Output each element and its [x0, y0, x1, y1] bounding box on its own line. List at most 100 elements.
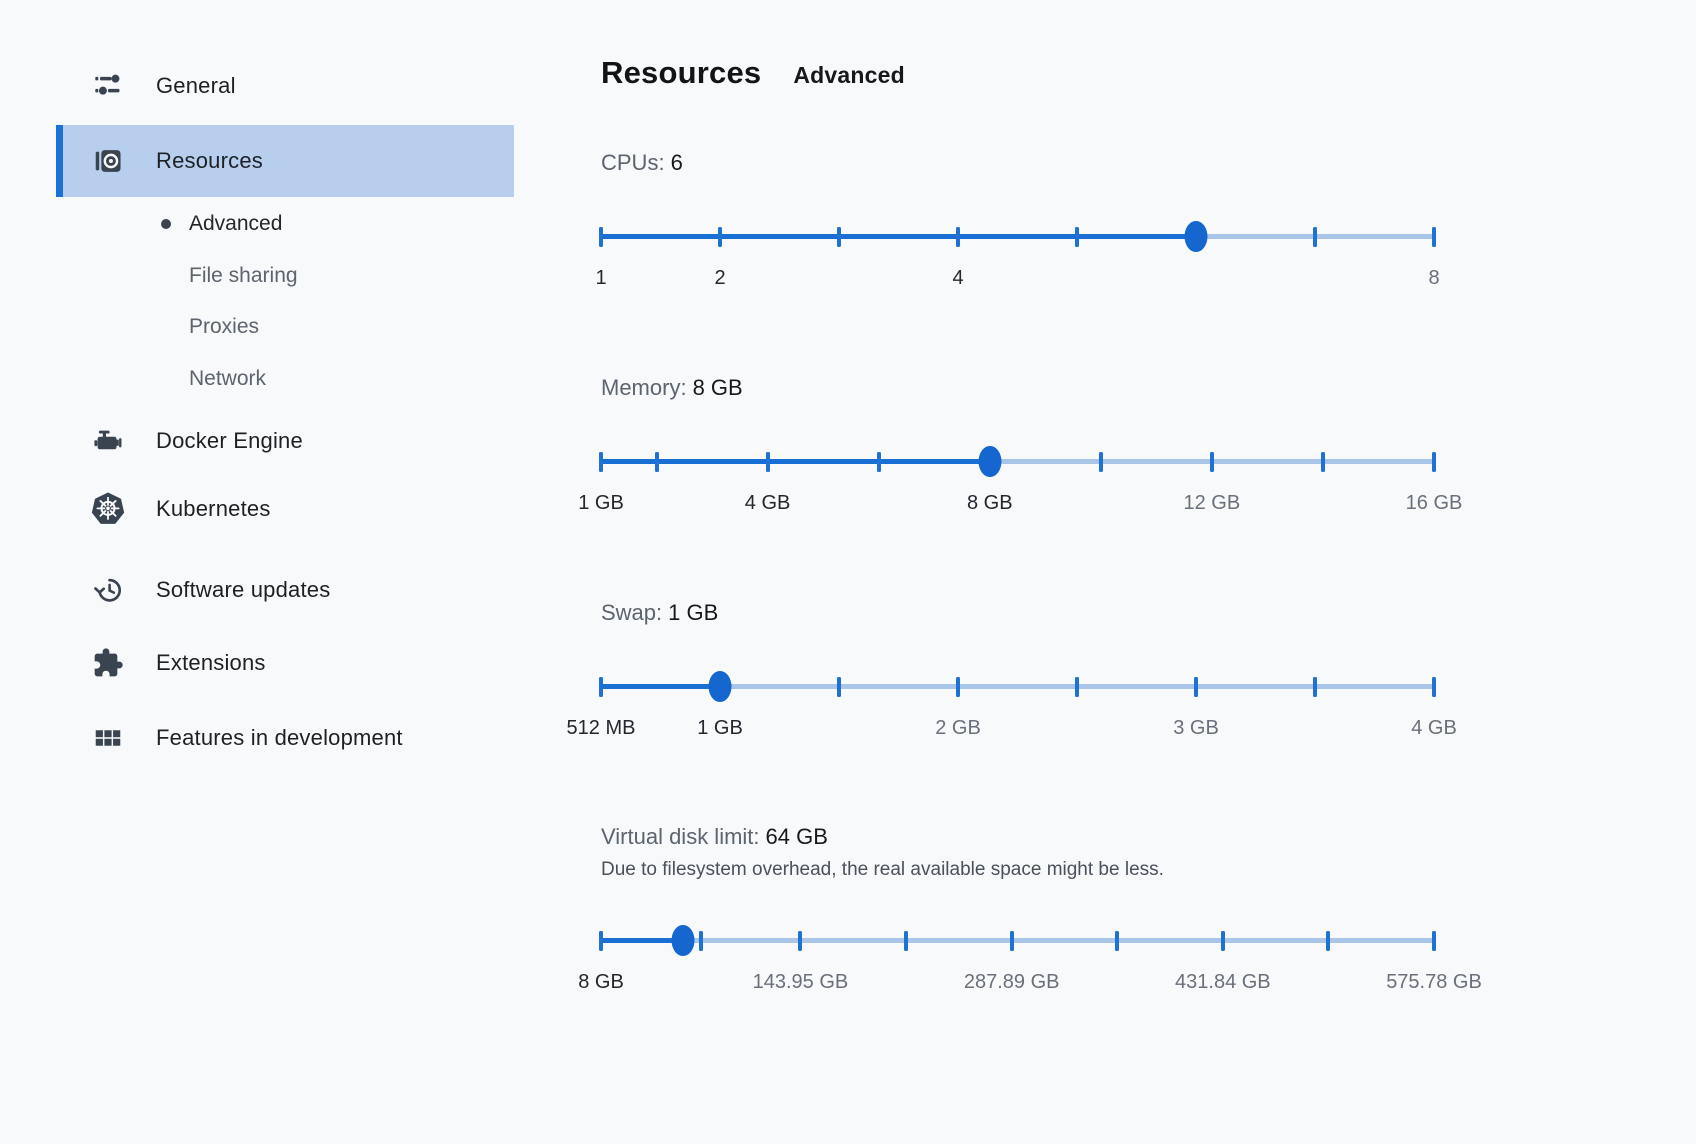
virtual-disk-limit-slider-tick: [904, 931, 909, 951]
memory-slider-track[interactable]: [601, 459, 1434, 464]
memory-label-row: Memory:8 GB: [601, 375, 743, 401]
cpus-value: 6: [670, 150, 683, 175]
swap-slider-thumb[interactable]: [708, 671, 732, 702]
virtual-disk-limit-slider[interactable]: [599, 921, 1436, 961]
sidebar-item-label: Advanced: [189, 212, 283, 235]
resources-icon: [89, 141, 127, 181]
swap-slider-tick: [836, 677, 841, 697]
virtual-disk-limit-slider-tick: [798, 931, 803, 951]
memory-slider-thumb[interactable]: [978, 446, 1002, 477]
memory-slider[interactable]: [599, 442, 1436, 482]
sidebar-subitem-network[interactable]: Network: [56, 353, 514, 405]
swap-slider-tick: [1074, 677, 1079, 697]
swap-slider-tick: [956, 677, 961, 697]
sidebar-item-docker-engine[interactable]: Docker Engine: [56, 415, 514, 467]
sidebar-item-software-updates[interactable]: Software updates: [56, 564, 514, 616]
cpus-slider-fill: [601, 234, 1196, 239]
swap-value: 1 GB: [668, 600, 719, 625]
sidebar-item-extensions[interactable]: Extensions: [56, 637, 514, 689]
swap-slider[interactable]: [599, 667, 1436, 707]
virtual-disk-limit-label-row: Virtual disk limit:64 GB: [601, 824, 828, 850]
swap-slider-tick: [1194, 677, 1198, 697]
virtual-disk-limit-slider-track[interactable]: [601, 938, 1434, 943]
sidebar-subitem-file-sharing[interactable]: File sharing: [56, 250, 514, 302]
cpus-slider[interactable]: [599, 217, 1436, 257]
memory-slider-tick: [1098, 452, 1103, 472]
memory-tick-label: 8 GB: [966, 492, 1013, 514]
tune-icon: [89, 66, 127, 106]
cpus-slider-tick: [599, 227, 603, 247]
cpus-slider-tick: [718, 227, 723, 247]
memory-tick-label: 4 GB: [744, 492, 791, 514]
memory-slider-tick: [876, 452, 881, 472]
virtual-disk-limit-slider-tick: [1220, 931, 1225, 951]
swap-tick-label: 4 GB: [1411, 717, 1457, 739]
memory-slider-tick: [1432, 452, 1436, 472]
swap-tick-label: 1 GB: [697, 717, 743, 739]
cpus-slider-thumb[interactable]: [1184, 221, 1208, 252]
sidebar-item-features-in-development[interactable]: Features in development: [56, 712, 514, 764]
memory-slider-tick: [1320, 452, 1325, 472]
memory-slider-tick: [599, 452, 603, 472]
swap-tick-label: 3 GB: [1173, 717, 1219, 739]
virtual-disk-limit-slider-tick: [1009, 931, 1014, 951]
memory-slider-tick: [654, 452, 659, 472]
page-title: Resources: [601, 55, 762, 90]
virtual-disk-limit-slider-tick: [1115, 931, 1120, 951]
memory-slider-fill: [601, 459, 990, 464]
sidebar-item-label: General: [156, 73, 236, 98]
memory-label: Memory:: [601, 375, 687, 400]
cpus-tick-label: 2: [714, 267, 726, 289]
cpus-slider-tick: [1432, 227, 1436, 247]
memory-slider-tick: [1209, 452, 1214, 472]
virtual-disk-limit-slider-fill: [601, 938, 684, 943]
swap-slider-tick: [1312, 677, 1317, 697]
sidebar-item-label: Network: [189, 367, 267, 390]
sidebar-item-kubernetes[interactable]: Kubernetes: [56, 483, 514, 535]
puzzle-icon: [89, 643, 127, 683]
sidebar-subitem-proxies[interactable]: Proxies: [56, 301, 514, 353]
virtual-disk-limit-slider-tick: [599, 931, 603, 951]
sidebar-item-general[interactable]: General: [56, 60, 514, 112]
sidebar-subitem-advanced[interactable]: Advanced: [56, 198, 514, 250]
sidebar-item-label: Resources: [156, 148, 263, 173]
virtual-disk-limit-tick-label: 8 GB: [578, 971, 624, 993]
sidebar-item-label: Proxies: [189, 315, 260, 338]
memory-tick-label: 1 GB: [578, 492, 624, 514]
sidebar-item-label: Docker Engine: [156, 428, 303, 453]
page-header: Resources Advanced: [601, 55, 905, 91]
cpus-tick-label: 4: [952, 267, 964, 289]
virtual-disk-limit-tick-label: 431.84 GB: [1175, 971, 1271, 993]
cpus-tick-labels: 1 2 4 8: [595, 267, 1439, 293]
cpus-label-row: CPUs:6: [601, 150, 683, 176]
swap-slider-track[interactable]: [601, 684, 1434, 689]
page-subtitle: Advanced: [793, 62, 905, 88]
cpus-tick-label: 1: [595, 267, 607, 289]
virtual-disk-limit-note: Due to filesystem overhead, the real ava…: [601, 859, 1164, 880]
sidebar-item-label: File sharing: [189, 264, 298, 287]
memory-tick-label: 16 GB: [1405, 492, 1463, 514]
swap-slider-fill: [601, 684, 721, 689]
swap-slider-tick: [599, 677, 603, 697]
sidebar-item-resources[interactable]: Resources: [56, 125, 514, 197]
cpus-tick-label: 8: [1428, 267, 1440, 289]
virtual-disk-limit-slider-tick: [698, 931, 703, 951]
swap-label-row: Swap:1 GB: [601, 600, 718, 626]
sidebar-item-label: Kubernetes: [156, 496, 271, 521]
virtual-disk-limit-slider-tick: [1326, 931, 1331, 951]
virtual-disk-limit-tick-label: 287.89 GB: [963, 971, 1060, 993]
virtual-disk-limit-label: Virtual disk limit:: [601, 824, 760, 849]
cpus-slider-tick: [1312, 227, 1317, 247]
engine-icon: [89, 421, 127, 461]
memory-value: 8 GB: [692, 375, 743, 400]
virtual-disk-limit-slider-thumb[interactable]: [671, 925, 695, 956]
sidebar-item-label: Extensions: [156, 650, 266, 675]
cpus-slider-tick: [956, 227, 961, 247]
grid-icon: [89, 718, 127, 758]
